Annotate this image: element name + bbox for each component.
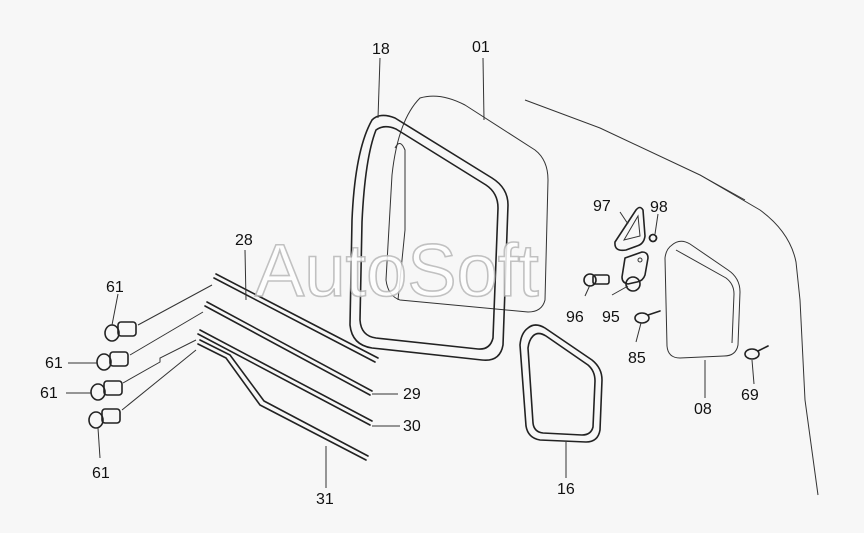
small-window-seal-16: [519, 324, 603, 443]
callout-61-second: 61: [45, 355, 63, 372]
callout-98: 98: [650, 199, 668, 216]
callout-95: 95: [602, 309, 620, 326]
rods: [197, 273, 379, 461]
watermark-text: AutoSoft: [255, 229, 539, 312]
rod-30: [197, 329, 373, 426]
callout-08: 08: [694, 401, 712, 418]
callout-61-bottom: 61: [92, 465, 110, 482]
bolt-leaders: [121, 284, 213, 411]
callout-61-third: 61: [40, 385, 58, 402]
rod-28: [213, 273, 379, 363]
rod-29: [204, 301, 373, 396]
window-seal-18: [349, 114, 509, 362]
callout-28: 28: [235, 232, 253, 249]
callout-96: 96: [566, 309, 584, 326]
callout-61-top: 61: [106, 279, 124, 296]
cab-body-outline: [524, 99, 819, 496]
callout-labels: 18 01 28 97 98 96 95 85 61 61 61 61 29 3…: [40, 39, 759, 508]
window-glass-01: [385, 95, 549, 313]
callout-97: 97: [593, 198, 611, 215]
bolt-61-top: [104, 321, 137, 342]
callout-01: 01: [472, 39, 490, 56]
hinge-95: [621, 233, 658, 292]
grommet-85: [634, 310, 661, 324]
callout-18: 18: [372, 41, 390, 58]
callout-leaders: [66, 57, 755, 488]
bolts-61: [88, 321, 137, 429]
callout-31: 31: [316, 491, 334, 508]
washer-98: [648, 233, 658, 243]
bolt-96: [583, 273, 610, 287]
callout-30: 30: [403, 418, 421, 435]
latch-97: [614, 206, 646, 252]
callout-29: 29: [403, 386, 421, 403]
rod-31: [197, 339, 369, 461]
bolt-61-second: [96, 351, 129, 371]
side-glass-08: [664, 240, 741, 359]
callout-85: 85: [628, 350, 646, 367]
callout-16: 16: [557, 481, 575, 498]
grommet-69: [744, 345, 769, 360]
bolt-61-third: [90, 380, 123, 401]
callout-69: 69: [741, 387, 759, 404]
bolt-61-bottom: [88, 408, 121, 429]
